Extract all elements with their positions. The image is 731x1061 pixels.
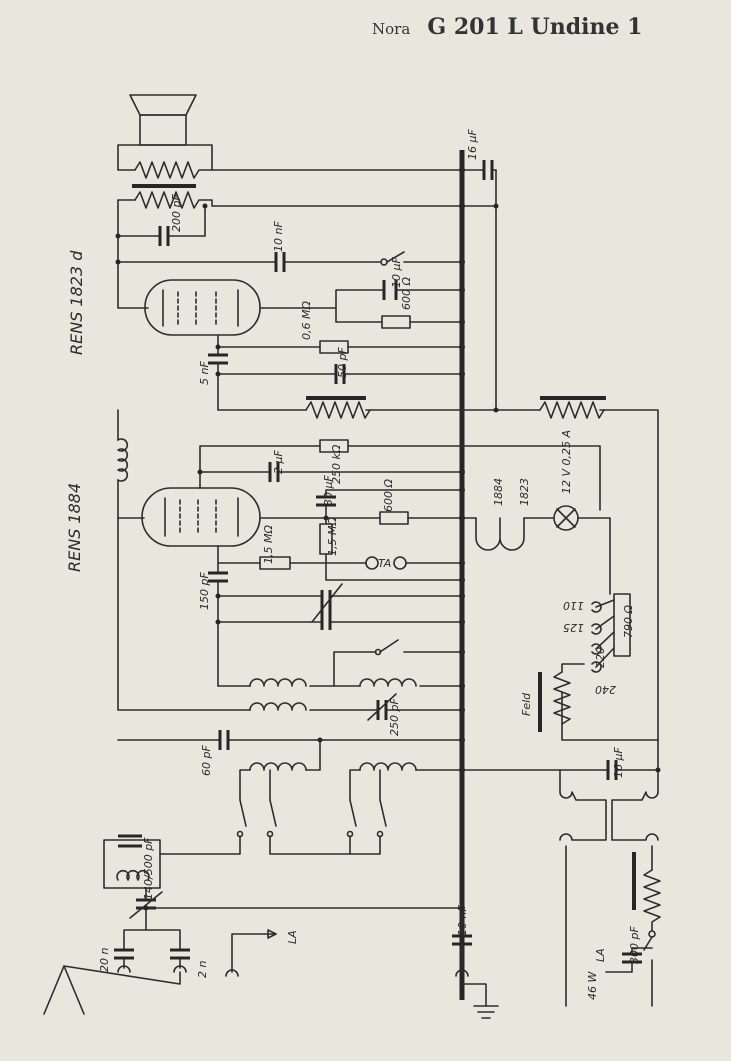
coil-icon-3 [249,702,307,711]
label-46w: 46 W [586,971,599,1000]
mains-switch[interactable] [559,769,659,841]
label-50pf: 50 pF [336,347,349,378]
label-v220: 220 [594,647,607,668]
label-ta: TA [378,557,391,570]
tuning-arrow [311,583,343,623]
resistor-600-mid [379,511,409,525]
manufacturer-name: Nora [372,20,411,38]
label-10nf-bottom: 10 nF [456,905,469,936]
output-transformer-primary [134,191,200,209]
antenna-circuit-box [103,839,161,889]
resistor-06m [319,340,349,354]
label-2uf: 2 μF [272,450,285,474]
label-300pf: 300 pF [628,926,641,964]
label-600-mid: 600 Ω [382,479,395,512]
label-lamp: 12 V 0,25 A [560,430,573,494]
speaker-coil-wire [117,144,213,171]
speaker-coil-resistor [134,161,200,179]
wire-output-hv [199,169,497,207]
label-10uf: 10 μF [390,257,403,288]
label-16uf-top: 16 μF [466,129,479,160]
antenna-icon [43,965,181,1015]
label-v240: 240 [595,683,616,696]
resistor-600-top [381,315,411,329]
resistor-15m-grid [259,556,291,570]
label-30uf: 30 μF [322,475,335,506]
label-15m-b: 1,5 MΩ [326,517,339,556]
schematic-title: Nora G 201 L Undine 1 [372,14,642,40]
label-16uf-bottom: 16 μF [612,747,625,778]
tube-1823d-icon [144,279,261,336]
field-coil-resistor [305,401,371,419]
label-20n: 20 n [98,948,111,972]
coil-icon-1 [249,678,307,687]
model-name: G 201 L Undine 1 [427,14,643,40]
band-switch-bank[interactable] [236,799,387,838]
label-la-left: LA [286,930,299,944]
ground-jack[interactable] [455,969,469,977]
label-fil-1823: 1823 [518,478,531,506]
coil-icon-2 [359,678,417,687]
label-140-500pf: 140/500 pF [142,837,155,900]
label-790: 790 Ω [622,605,635,638]
pilot-lamp-icon [553,505,579,531]
label-v110: 110 [563,599,584,612]
label-la-right: LA [594,948,607,962]
label-10nf-top: 10 nF [272,221,285,252]
tube-1884-icon [141,487,261,547]
voltage-selector[interactable] [591,599,615,673]
reaction-coil-icon [117,438,129,482]
label-feld: Feld [520,692,533,716]
loudspeaker-icon [129,94,197,146]
label-fil-1884: 1884 [492,478,505,506]
tube-1823d-label: RENS 1823 d [67,250,86,355]
hv-resistor [539,401,605,419]
band-switch-mid [379,639,463,653]
label-200pf: 200 pF [170,194,183,232]
label-600-top: 600 Ω [400,277,413,310]
antenna-coil-1 [249,762,307,771]
label-60pf: 60 pF [200,745,213,776]
antenna-jack[interactable] [173,965,187,973]
label-250k: 250 kΩ [330,444,343,484]
junction-dots [115,167,661,911]
feld-coil-icon [553,671,571,725]
wire-anode-left [117,199,149,309]
la-jack-left[interactable] [225,969,239,977]
resistor-250k [319,439,349,453]
switch-top [386,251,463,263]
label-5nf: 5 nF [198,361,211,385]
label-06m: 0,6 MΩ [300,301,313,340]
ta-jack-left[interactable] [365,556,379,570]
switch-contact-top [380,258,388,266]
filament-coils [475,517,525,551]
voltage-resistor-790 [613,593,631,657]
label-150pf: 150 pF [198,572,211,610]
label-v125: 125 [563,621,584,634]
label-2n: 2 n [196,961,209,978]
tube-1884-label: RENS 1884 [65,483,84,572]
label-15m-a: 1,5 MΩ [262,525,275,564]
antenna-coil-2 [359,762,417,771]
label-250pf: 250 pF [388,698,401,736]
ground-jack-left[interactable] [117,965,131,973]
ground-symbol-icon [473,1005,499,1019]
ta-jack-right[interactable] [393,556,407,570]
